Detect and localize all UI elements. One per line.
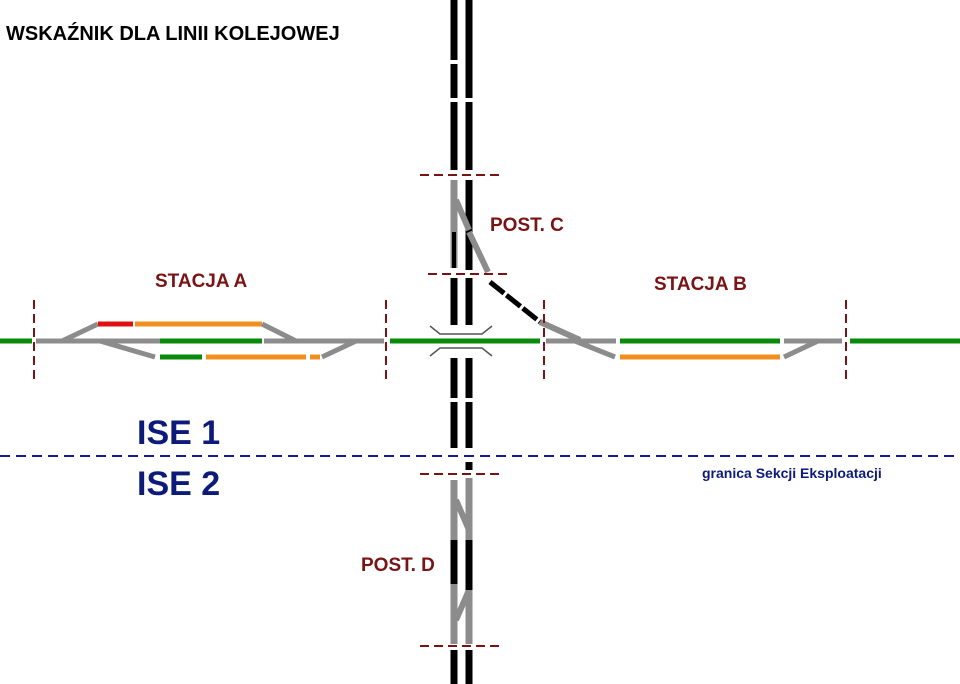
- vertical-crossing-line: [450, 0, 473, 684]
- post-c-label: POST. C: [490, 215, 564, 236]
- bridge-symbol: [429, 325, 493, 357]
- post-c-tracks: [450, 180, 582, 343]
- stacja-b-tracks: [546, 338, 842, 360]
- post-d-label: POST. D: [361, 555, 435, 576]
- stacja-a-label: STACJA A: [155, 271, 247, 292]
- stacja-b-label: STACJA B: [654, 274, 747, 295]
- post-d-tracks: [450, 478, 473, 644]
- stacja-a-tracks: [36, 321, 384, 360]
- section-markers: [33, 174, 847, 647]
- ise-1-label: ISE 1: [137, 414, 220, 452]
- section-boundary-label: granica Sekcji Eksploatacji: [702, 465, 882, 481]
- diagram-title: WSKAŹNIK DLA LINII KOLEJOWEJ: [6, 22, 340, 45]
- ise-2-label: ISE 2: [137, 465, 220, 503]
